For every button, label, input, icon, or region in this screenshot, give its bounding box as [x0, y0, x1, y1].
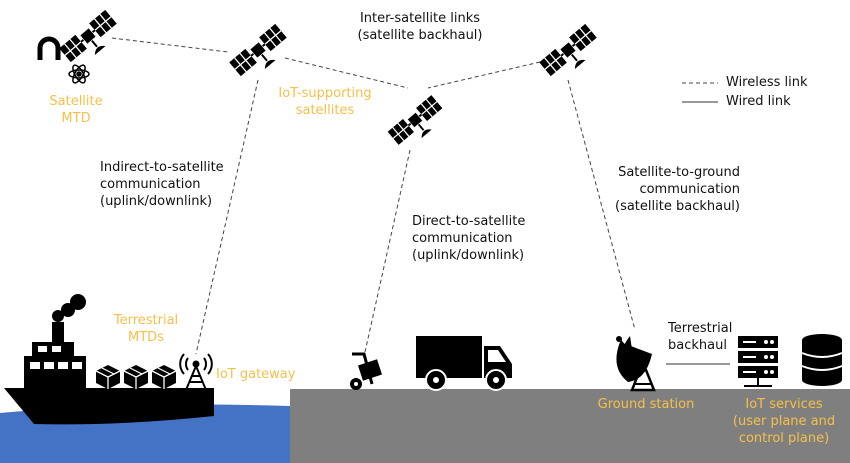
label-line: communication: [639, 182, 740, 197]
label-line: (satellite backhaul): [357, 28, 483, 43]
label-line: Direct-to-satellite: [412, 214, 526, 229]
label-line: Terrestrial: [668, 321, 733, 336]
direct-communication-label: Direct-to-satellite communication (uplin…: [412, 213, 525, 264]
database-icon: [801, 334, 843, 386]
label-line: (satellite backhaul): [615, 199, 740, 214]
legend-wired-label: Wired link: [726, 94, 791, 109]
inter-satellite-links-label: Inter-satellite links (satellite backhau…: [330, 10, 510, 44]
iot-supporting-satellites-label: IoT-supporting satellites: [260, 85, 390, 119]
label-line: satellites: [295, 103, 355, 118]
magnet-icon: [37, 36, 61, 60]
label-line: Satellite-to-ground: [618, 165, 740, 180]
satellite-icon: [228, 22, 295, 85]
label-line: communication: [100, 177, 201, 192]
terrestrial-backhaul-label: Terrestrial backhaul: [668, 320, 732, 354]
iot-gateway-label: IoT gateway: [216, 366, 295, 383]
label-line: IoT gateway: [216, 367, 296, 382]
satellite-dish-icon: [616, 336, 656, 392]
satellite-mtd-icon: [58, 8, 125, 71]
label-line: Satellite: [49, 94, 103, 109]
label-line: MTD: [61, 111, 91, 126]
label-line: MTDs: [128, 330, 164, 345]
ground-station-label: Ground station: [586, 396, 706, 413]
terrestrial-mtds-label: Terrestrial MTDs: [104, 312, 188, 346]
atom-icon: [68, 64, 90, 84]
label-line: Inter-satellite links: [359, 11, 481, 26]
label-line: IoT-supporting: [278, 86, 372, 101]
label-line: Terrestrial: [113, 313, 179, 328]
legend-wireless-label: Wireless link: [726, 75, 808, 90]
satellite-icon: [386, 94, 450, 154]
satellite-icon: [538, 22, 605, 85]
label-line: (uplink/downlink): [412, 248, 525, 263]
server-icon: [737, 335, 779, 387]
package-icon: [123, 364, 149, 390]
satellite-to-ground-label: Satellite-to-ground communication (satel…: [608, 164, 740, 215]
label-line: communication: [412, 231, 513, 246]
ground-area: [290, 389, 850, 463]
wireless-links: [111, 37, 636, 355]
hand-truck-icon: [350, 352, 382, 390]
label-line: control plane): [738, 431, 830, 446]
antenna-icon: [179, 353, 213, 391]
label-line: (uplink/downlink): [100, 194, 213, 209]
label-line: IoT services: [745, 397, 823, 412]
label-line: Ground station: [597, 397, 695, 412]
ship-icon: [4, 294, 214, 425]
truck-icon: [416, 336, 512, 391]
label-line: Indirect-to-satellite: [100, 160, 224, 175]
indirect-communication-label: Indirect-to-satellite communication (upl…: [100, 159, 224, 210]
package-icon: [151, 364, 177, 390]
package-icon: [95, 364, 121, 390]
label-line: backhaul: [668, 338, 727, 353]
label-line: (user plane and: [732, 414, 836, 429]
satellite-mtd-label: Satellite MTD: [36, 93, 116, 127]
iot-services-label: IoT services (user plane and control pla…: [722, 396, 846, 447]
